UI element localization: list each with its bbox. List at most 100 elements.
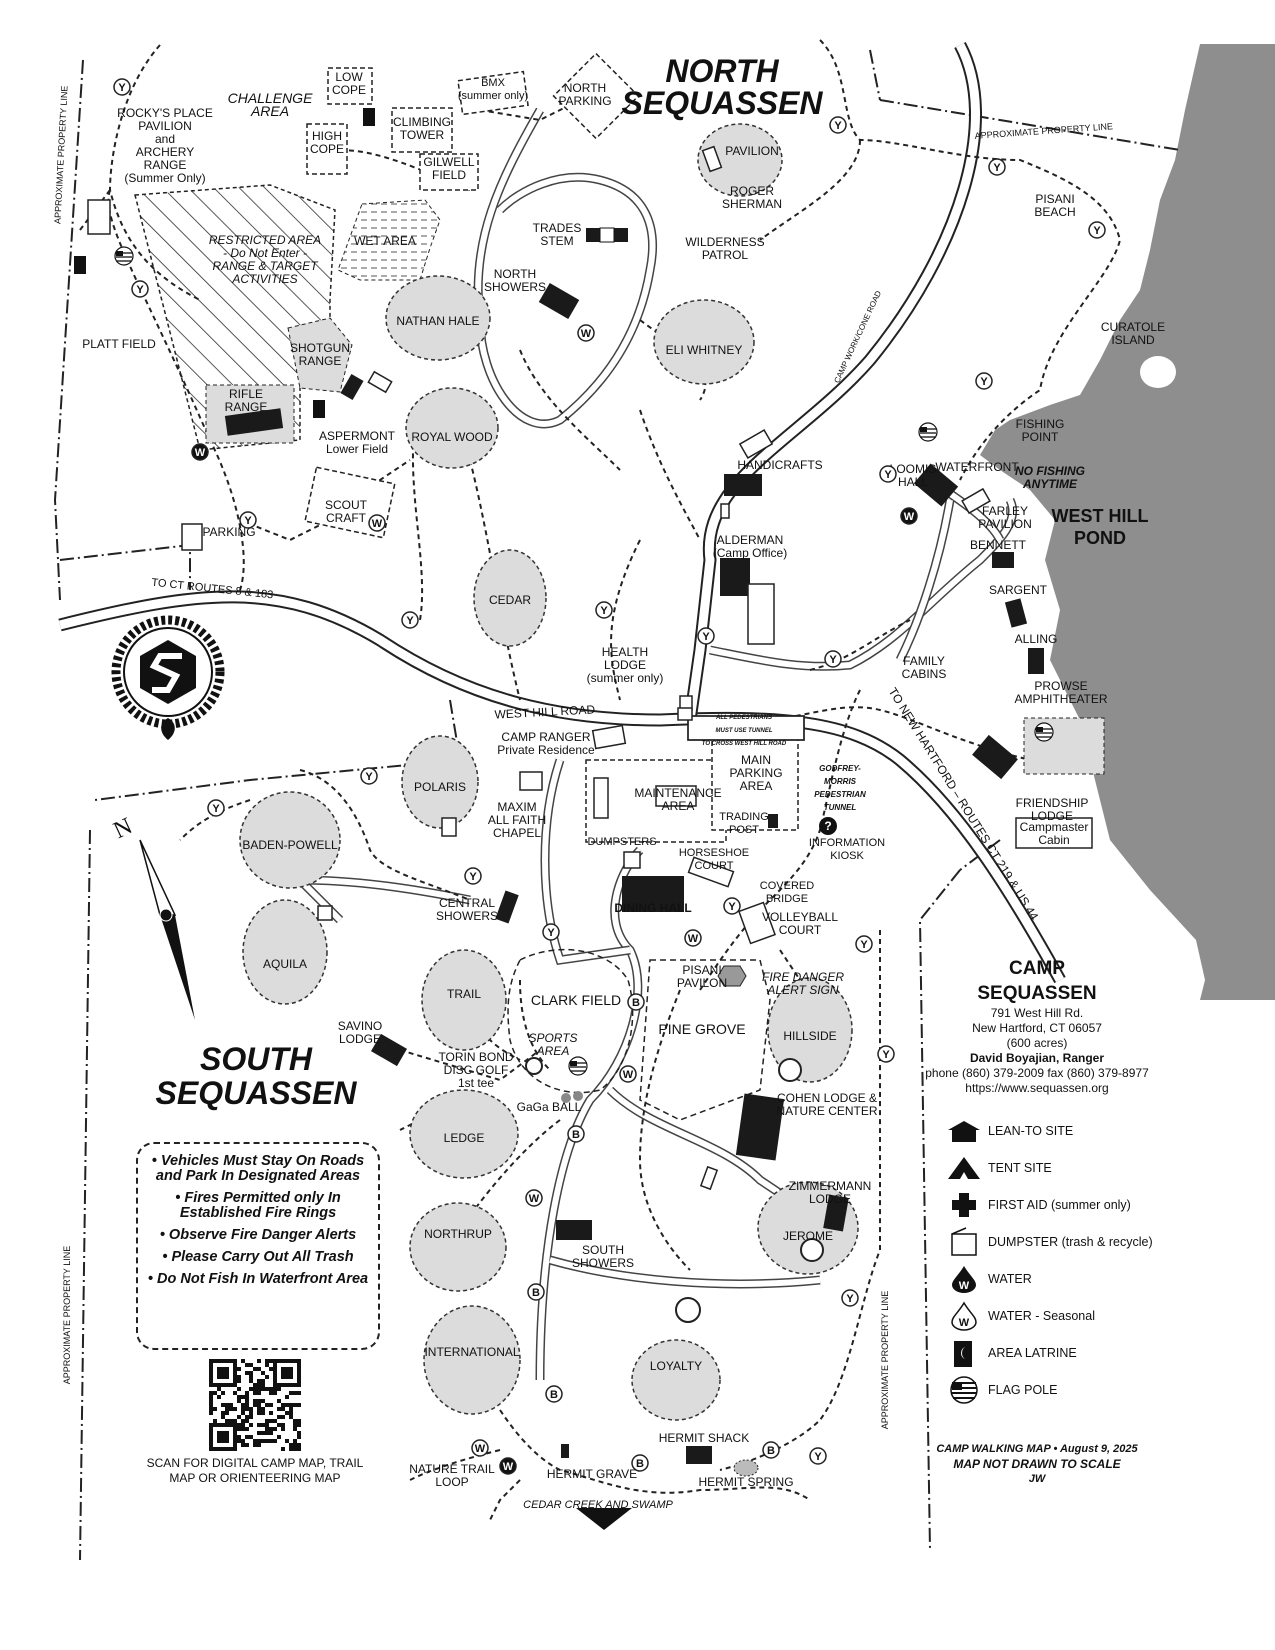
trail-marker-y: Y <box>723 897 741 915</box>
pine-grove-label: PINE GROVE <box>658 1021 745 1037</box>
rule-item: • Vehicles Must Stay On Roads and Park I… <box>151 1153 365 1184</box>
svg-text:B: B <box>636 1458 644 1470</box>
svg-text:Y: Y <box>244 515 252 527</box>
rule-item: • Do Not Fish In Waterfront Area <box>147 1271 369 1287</box>
qr-caption-line: MAP OR ORIENTEERING MAP <box>169 1471 341 1485</box>
leanto-site-label: JEROME <box>783 1229 833 1243</box>
dumpster-icon <box>951 1226 977 1256</box>
legend-label: TENT SITE <box>988 1160 1052 1175</box>
tent-site-label: CEDAR <box>489 593 531 607</box>
camp-info: CAMP SEQUASSEN 791 West Hill Rd. New Har… <box>912 956 1162 1096</box>
trail-marker-y: Y <box>595 601 613 619</box>
legend-item: DUMPSTER (trash & recycle) <box>944 1223 1174 1260</box>
water-marker: W <box>499 1457 517 1475</box>
legend-item: FIRST AID (summer only) <box>944 1186 1174 1223</box>
acreage: (600 acres) <box>1006 1036 1068 1050</box>
footer-scale-note: MAP NOT DRAWN TO SCALE <box>953 1457 1121 1471</box>
svg-text:Y: Y <box>600 605 608 617</box>
camp-rules-box: • Vehicles Must Stay On Roads and Park I… <box>136 1142 380 1350</box>
water-marker: W <box>684 929 702 947</box>
svg-text:W: W <box>475 1443 486 1455</box>
svg-text:W: W <box>623 1069 634 1081</box>
tent-site-label: ROYAL WOOD <box>411 430 493 444</box>
information-kiosk-icon <box>819 817 837 835</box>
trail-marker-y: Y <box>879 465 897 483</box>
trail-marker-y: Y <box>113 78 131 96</box>
flag-pole-icon <box>568 1056 588 1076</box>
legend-item: FLAG POLE <box>944 1371 1174 1408</box>
leanto-site-label: HILLSIDE <box>783 1029 836 1043</box>
latrine-icon <box>954 1340 972 1367</box>
legend-label: LEAN-TO SITE <box>988 1123 1074 1138</box>
flag-pole-icon <box>918 422 938 442</box>
phone-fax: phone (860) 379-2009 fax (860) 379-8977 <box>925 1066 1149 1080</box>
trail-marker-y: Y <box>1088 221 1106 239</box>
rule-item: • Fires Permitted only In Established Fi… <box>175 1190 341 1221</box>
svg-text:Y: Y <box>1093 225 1101 237</box>
trail-marker-y: Y <box>824 650 842 668</box>
svg-text:B: B <box>767 1445 775 1457</box>
svg-text:W: W <box>904 511 915 523</box>
hermit-grave-label: HERMIT GRAVE <box>547 1467 637 1481</box>
website-link[interactable]: https://www.sequassen.org <box>965 1081 1109 1095</box>
trail-marker-y: Y <box>855 935 873 953</box>
water-icon: W <box>952 1265 976 1293</box>
water-marker: W <box>471 1439 489 1457</box>
svg-text:Y: Y <box>829 654 837 666</box>
camp-name: CAMP <box>1009 958 1065 979</box>
trail-marker-b: B <box>545 1385 563 1403</box>
address-line: 791 West Hill Rd. <box>990 1006 1084 1020</box>
alderman-label: ALDERMAN(Camp Office) <box>713 533 787 560</box>
parking-label: PARKING <box>202 525 255 539</box>
svg-text:W: W <box>372 518 383 530</box>
svg-text:B: B <box>632 997 640 1009</box>
water-seasonal-icon: W <box>951 1301 977 1331</box>
gaga-label: GaGa BALL <box>517 1100 582 1114</box>
wet-area-label: WET AREA <box>354 234 416 248</box>
trail-marker-b: B <box>527 1283 545 1301</box>
handicrafts-label: HANDICRAFTS <box>737 458 822 472</box>
trail-marker-y: Y <box>239 511 257 529</box>
waterfront-label: WATERFRONT <box>935 460 1019 474</box>
trail-marker-y: Y <box>841 1289 859 1307</box>
svg-text:Y: Y <box>212 803 220 815</box>
property-line-label: APPROXIMATE PROPERTY LINE <box>880 1291 890 1430</box>
tent-site-label: NATHAN HALE <box>396 314 479 328</box>
svg-text:W: W <box>195 447 206 459</box>
trail-marker-y: Y <box>207 799 225 817</box>
clark-label: CLARK FIELD <box>531 992 621 1008</box>
map-legend: LEAN-TO SITE TENT SITE FIRST AID (summer… <box>944 1112 1174 1408</box>
trail-marker-y: Y <box>360 767 378 785</box>
svg-text:W: W <box>581 328 592 340</box>
qr-code[interactable] <box>208 1358 302 1452</box>
svg-text:B: B <box>532 1287 540 1299</box>
rule-item: • Observe Fire Danger Alerts <box>159 1227 357 1243</box>
trail-marker-b: B <box>762 1441 780 1459</box>
trail-marker-b: B <box>627 993 645 1011</box>
legend-label: FLAG POLE <box>988 1382 1058 1397</box>
compass-n-label: N <box>110 813 137 844</box>
restricted-label: RESTRICTED AREA- Do Not Enter -RANGE & T… <box>209 233 321 286</box>
svg-text:Y: Y <box>882 1049 890 1061</box>
trail-marker-y: Y <box>975 372 993 390</box>
tent-site-label: BADEN-POWELL <box>242 838 338 852</box>
legend-label: AREA LATRINE <box>988 1345 1077 1360</box>
flag-pole-icon <box>1034 722 1054 742</box>
trail-marker-y: Y <box>464 867 482 885</box>
svg-text:W: W <box>688 933 699 945</box>
svg-text:Y: Y <box>547 927 555 939</box>
flag-pole-icon <box>950 1375 978 1404</box>
